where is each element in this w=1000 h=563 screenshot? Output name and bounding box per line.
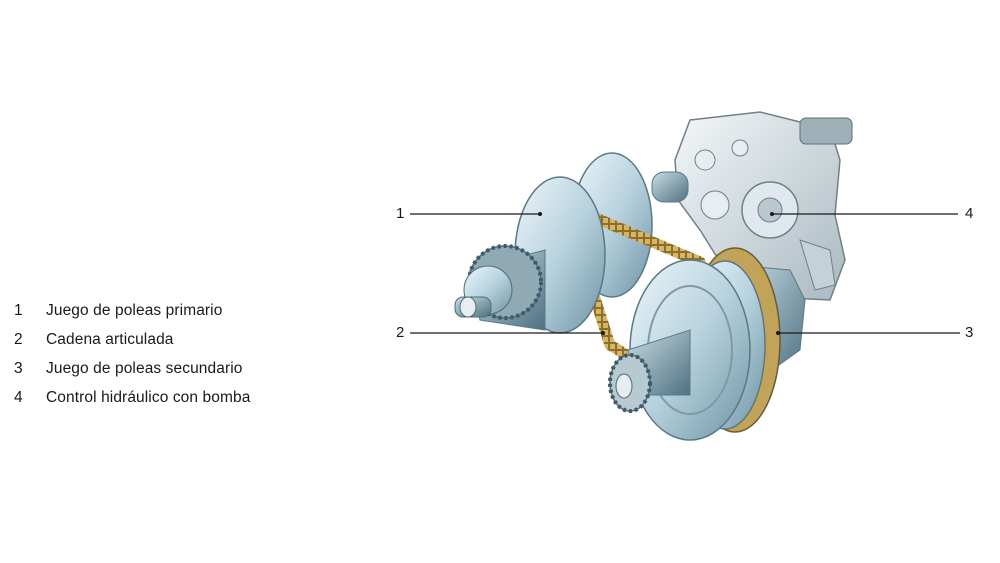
legend-number: 2 [14,330,23,348]
hydraulic-control-unit [651,111,853,301]
legend-label: Juego de poleas secundario [46,359,243,377]
legend-number: 3 [14,359,23,377]
legend-label: Juego de poleas primario [46,301,223,319]
callout-number-3: 3 [965,324,974,341]
callout-lines [410,212,960,335]
legend-number: 4 [14,388,23,406]
legend-item-4: 4 Control hidráulico con bomba [14,383,334,412]
legend-label: Control hidráulico con bomba [46,388,251,406]
legend-label: Cadena articulada [46,330,174,348]
callout-number-1: 1 [396,205,405,222]
legend-item-3: 3 Juego de poleas secundario [14,354,334,383]
legend-item-1: 1 Juego de poleas primario [14,296,334,325]
legend: 1 Juego de poleas primario 2 Cadena arti… [14,296,334,412]
callout-number-2: 2 [396,324,405,341]
secondary-pulley-set [608,247,806,441]
legend-item-2: 2 Cadena articulada [14,325,334,354]
primary-pulley-set [454,176,606,334]
legend-number: 1 [14,301,23,319]
callout-number-4: 4 [965,205,974,222]
